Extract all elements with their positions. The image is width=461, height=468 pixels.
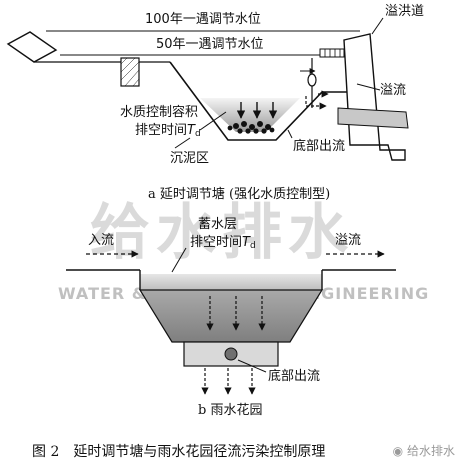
label-wq-volume: 水质控制容积 [120,105,199,120]
label-storage-layer: 蓄水层 [198,217,238,232]
pond-water [200,98,300,132]
pond-diagram-a [6,17,409,161]
label-inflow: 入流 [88,233,115,248]
label-drain-time-b: 排空时间Td [190,236,256,251]
subcaption-b: b 雨水花园 [198,403,263,418]
label-bottom-outflow-a: 底部出流 [293,139,346,154]
infiltration-arrows [201,296,266,395]
outflow-pipe [337,107,409,129]
underdrain-pipe [224,347,238,361]
label-level-100y: 100年一遇调节水位 [145,12,261,27]
label-level-50y: 50年一遇调节水位 [156,37,264,52]
label-drain-time-b-text: 排空时间 [190,235,243,250]
label-drain-time-a-text: 排空时间 [135,123,188,138]
storage-leader [171,247,187,273]
forebay-hatch [120,57,140,87]
label-drain-time-a-symbol: T [187,123,195,138]
figure-caption: 图 2 延时调节塘与雨水花园径流污染控制原理 [32,444,326,460]
label-overflow-a: 溢流 [380,83,407,98]
leader-lines-a [174,17,384,149]
wechat-watermark: ◉ 给水排水 [393,442,455,459]
bottom-outflow-arrows [305,90,329,110]
spillway-dam [343,33,406,161]
wechat-label: 给水排水 [406,444,455,458]
trash-rack [319,48,345,58]
sediment-particles [227,121,275,134]
label-bottom-outflow-b: 底部出流 [268,369,321,384]
planting-media [138,289,324,343]
wechat-icon: ◉ [392,444,404,458]
outlet-orifice [307,73,317,87]
label-overflow-b: 溢流 [335,233,362,248]
outflow-leader [237,359,267,373]
label-drain-time-a-sub: d [194,129,201,139]
subcaption-a: a 延时调节塘 (强化水质控制型) [148,187,331,202]
storage-water [140,274,322,290]
label-drain-time-b-symbol: T [242,235,250,250]
label-drain-time-a: 排空时间Td [135,124,201,139]
label-spillway: 溢洪道 [385,4,425,19]
rain-garden-diagram-b [66,247,396,395]
pond-outline [169,61,350,141]
settling-arrows [236,102,278,119]
label-sediment-zone: 沉泥区 [170,151,210,166]
label-drain-time-b-sub: d [249,241,256,251]
inflow-pipe [6,31,58,63]
